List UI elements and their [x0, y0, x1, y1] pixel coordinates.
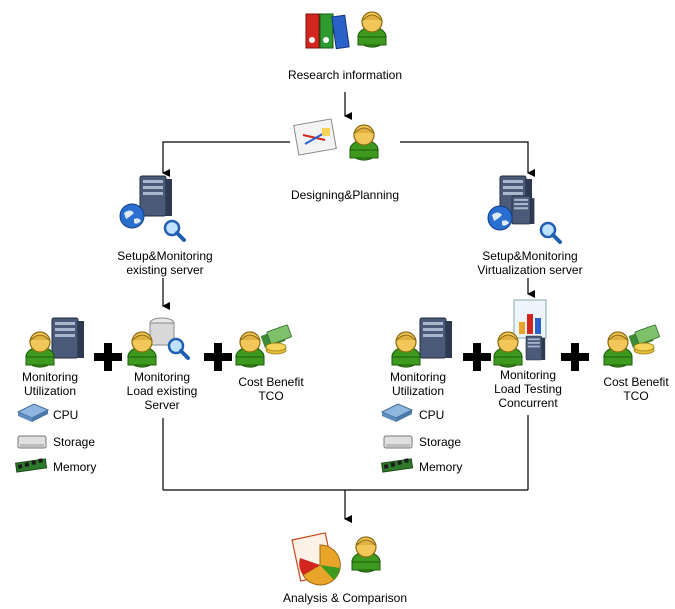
design-icon [293, 118, 379, 161]
analysis-icon [291, 532, 381, 586]
left-memory-icon [15, 458, 48, 473]
right-storage-icon [383, 435, 413, 449]
left-cost-label: Cost Benefit TCO [238, 375, 304, 403]
design-label: Designing&Planning [290, 188, 400, 202]
right-cpu-label: CPU [419, 408, 445, 422]
right-cpu-icon [380, 403, 414, 422]
right-load-label: Monitoring Load Testing Concurrent [494, 368, 562, 410]
right-cost-label: Cost Benefit TCO [603, 375, 669, 403]
right-monitoring-label: Monitoring Utilization [389, 370, 447, 398]
right-monitoring-utilization-icon [391, 317, 453, 368]
left-cost-icon [235, 324, 293, 368]
arrow-design-to-existing [162, 141, 290, 177]
right-memory-icon [381, 458, 414, 473]
existing-server-icon [119, 175, 186, 242]
left-cpu-icon [16, 403, 50, 422]
analysis-label: Analysis & Comparison [282, 591, 408, 605]
plus-icon [94, 343, 122, 371]
setup-virtual-label: Setup&Monitoring Virtualization server [477, 249, 583, 277]
left-load-label: Monitoring Load existing Server [126, 370, 198, 412]
left-cpu-label: CPU [53, 408, 79, 422]
left-storage-label: Storage [53, 435, 96, 449]
left-load-icon [127, 317, 190, 368]
right-storage-label: Storage [419, 435, 462, 449]
right-memory-label: Memory [419, 460, 463, 474]
left-storage-icon [17, 435, 47, 449]
plus-icon [463, 343, 491, 371]
connectors [162, 92, 535, 523]
right-cost-icon [603, 324, 661, 368]
left-monitoring-utilization-icon [25, 317, 85, 368]
research-icon [305, 11, 387, 50]
virtualization-server-icon [487, 175, 562, 244]
plus-icon [204, 343, 232, 371]
left-monitoring-label: Monitoring Utilization [21, 370, 79, 398]
arrow-design-to-virtual [400, 141, 535, 177]
right-load-icon [493, 299, 547, 368]
left-memory-label: Memory [53, 460, 97, 474]
setup-existing-label: Setup&Monitoring existing server [117, 249, 213, 277]
plus-icon [561, 343, 589, 371]
research-label: Research information [287, 68, 403, 82]
